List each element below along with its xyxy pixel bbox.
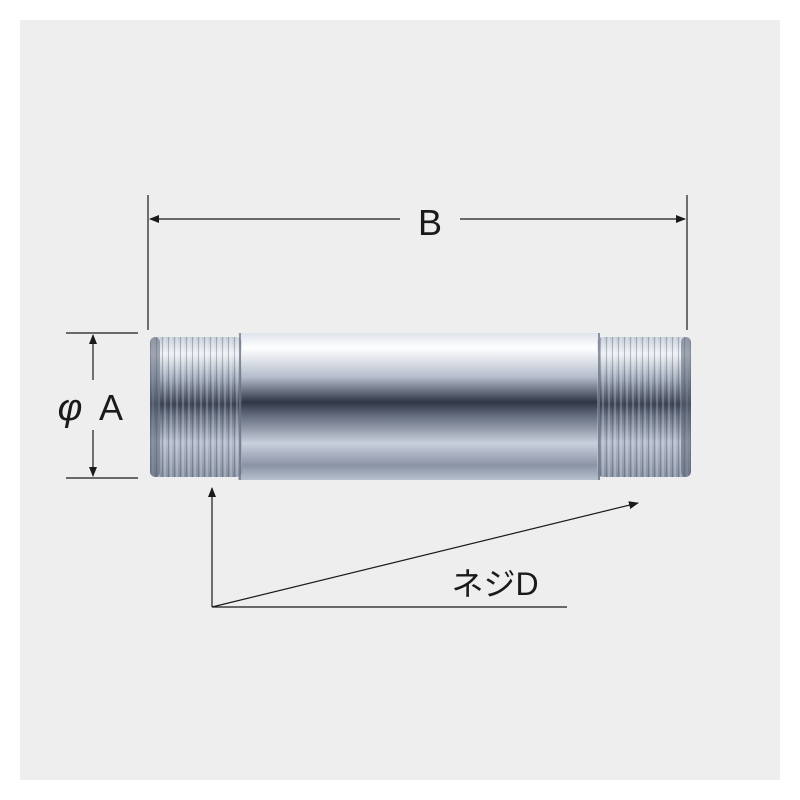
label-a: A: [99, 387, 123, 428]
pipe-nipple-illustration: [150, 333, 691, 480]
pipe-body: [238, 333, 600, 480]
label-phi: φ: [58, 387, 83, 429]
thread-callout: ネジD: [208, 487, 639, 608]
left-thread: [150, 337, 242, 477]
dimension-a: φ A: [58, 332, 138, 479]
right-thread: [597, 337, 691, 477]
dimension-b: B: [147, 195, 688, 330]
label-thread-d: ネジD: [451, 566, 538, 602]
label-b: B: [418, 202, 442, 243]
callout-diagonal-arrow: [211, 501, 639, 608]
